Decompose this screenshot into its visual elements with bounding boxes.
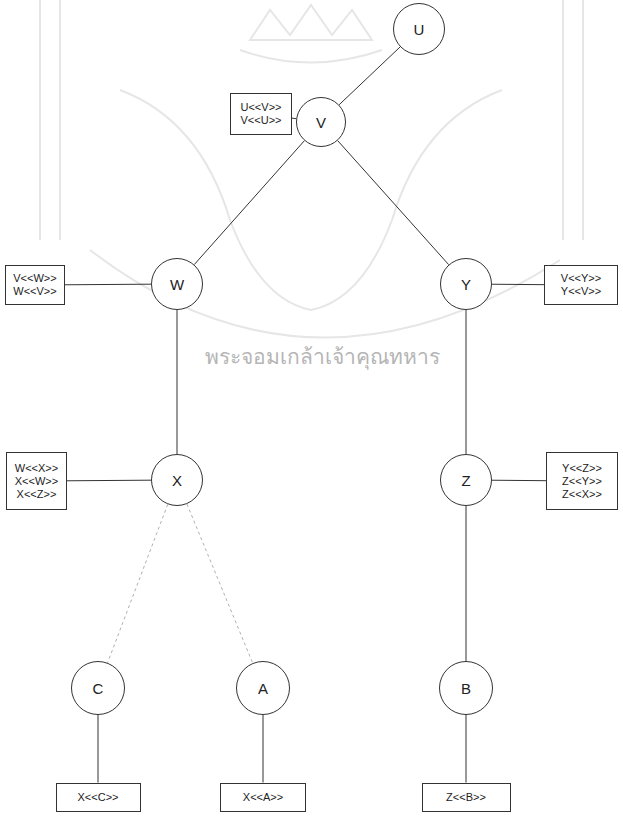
watermark-pillar	[40, 0, 583, 240]
tree-connector	[292, 118, 296, 120]
tree-node-circle: X	[151, 454, 203, 506]
watermark-text: พระจอมเกล้าเจ้าคุณทหาร	[200, 340, 445, 373]
relation-box: X<<A>>	[220, 783, 306, 812]
tree-connector	[194, 141, 304, 265]
node-letter: W	[170, 276, 184, 293]
tree-connector	[98, 715, 99, 783]
node-letter: C	[93, 680, 104, 697]
tree-node-circle: Y	[440, 258, 492, 310]
relation-text: X<<W>>	[15, 475, 58, 488]
watermark-arc	[90, 250, 560, 338]
tree-node-circle: W	[151, 258, 203, 310]
relation-box: X<<C>>	[56, 783, 141, 812]
tree-node-circle: B	[439, 661, 493, 715]
relation-text: V<<U>>	[241, 114, 282, 127]
relation-box: V<<Y>>Y<<V>>	[544, 265, 618, 305]
node-letter: Z	[461, 472, 470, 489]
node-letter: Y	[461, 276, 471, 293]
relation-box: Z<<B>>	[422, 783, 511, 812]
circle-shape	[152, 259, 203, 310]
relation-text: X<<A>>	[243, 791, 283, 804]
node-letter: X	[172, 472, 182, 489]
circle-shape	[237, 662, 290, 715]
tree-connector	[492, 480, 546, 481]
tree-connector	[177, 310, 178, 454]
relation-text: Z<<X>>	[562, 488, 602, 501]
circle-shape	[72, 662, 125, 715]
tree-node-circle: A	[236, 661, 290, 715]
tree-connector	[339, 47, 400, 105]
relation-text: V<<Y>>	[561, 272, 601, 285]
relation-box: W<<X>>X<<W>>X<<Z>>	[6, 452, 67, 510]
tree-connector	[466, 715, 467, 783]
circle-shape	[297, 98, 346, 147]
tree-connector	[65, 284, 151, 286]
node-letter: A	[258, 680, 268, 697]
relation-text: V<<W>>	[13, 272, 56, 285]
relation-text: W<<V>>	[13, 285, 56, 298]
relation-text: Z<<B>>	[446, 791, 486, 804]
circle-shape	[152, 455, 203, 506]
relation-text: U<<V>>	[241, 101, 282, 114]
circle-shape	[441, 259, 492, 310]
relation-text: Z<<Y>>	[562, 475, 602, 488]
relation-text: W<<X>>	[15, 462, 58, 475]
node-letter: U	[414, 21, 425, 38]
node-letter: B	[461, 680, 471, 697]
tree-connector	[108, 504, 168, 662]
relation-box: U<<V>>V<<U>>	[230, 93, 292, 135]
relation-box: V<<W>>W<<V>>	[5, 265, 65, 305]
tree-node-circle: V	[296, 97, 346, 147]
relation-text: Y<<V>>	[561, 285, 601, 298]
tree-connector	[466, 506, 467, 661]
watermark-naga	[120, 90, 502, 310]
tree-node-circle: Z	[440, 454, 492, 506]
watermark-band	[240, 50, 382, 63]
circle-shape	[440, 662, 493, 715]
relation-text: X<<C>>	[78, 791, 119, 804]
tree-connector	[263, 715, 264, 783]
tree-connector	[466, 310, 467, 454]
tree-node-circle: U	[393, 3, 445, 55]
relation-text: Y<<Z>>	[562, 462, 602, 475]
circle-shape	[394, 4, 445, 55]
tree-connector	[67, 480, 151, 482]
watermark-crown	[250, 5, 372, 40]
tree-connector	[187, 504, 253, 663]
relation-box: Y<<Z>>Z<<Y>>Z<<X>>	[546, 452, 618, 510]
tree-connector	[492, 284, 544, 285]
tree-node-circle: C	[71, 661, 125, 715]
node-letter: V	[316, 114, 326, 131]
circle-shape	[441, 455, 492, 506]
relation-text: X<<Z>>	[17, 488, 57, 501]
tree-connector	[338, 141, 449, 265]
